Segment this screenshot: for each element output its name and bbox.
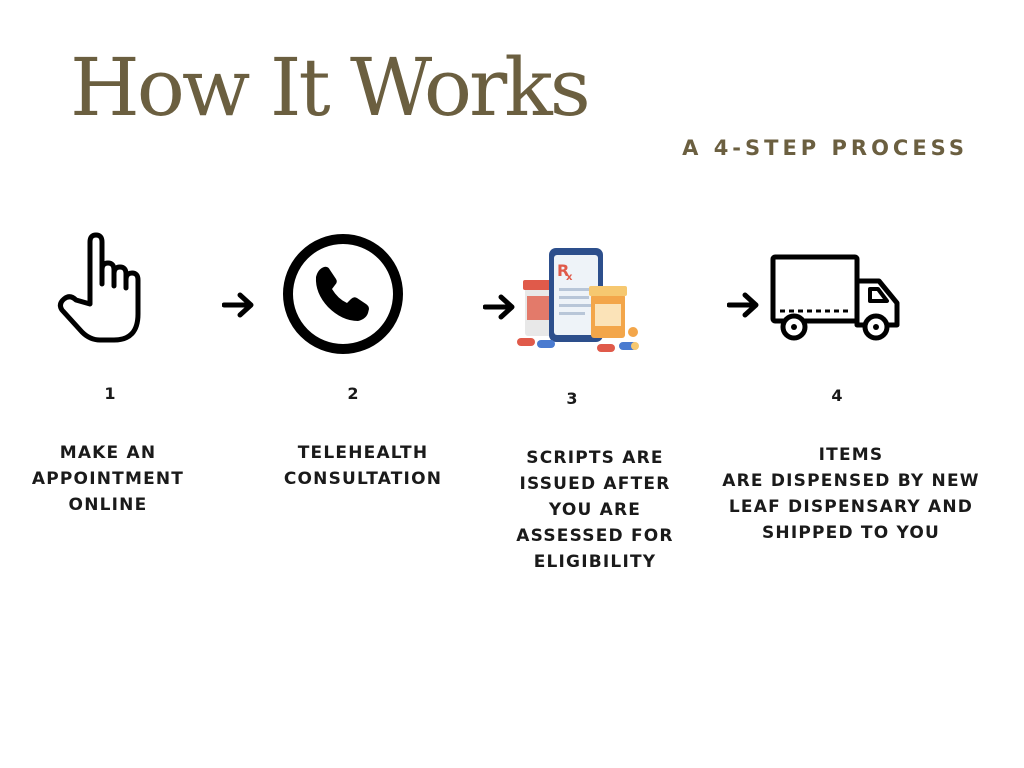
- step-description-line: MAKE AN: [18, 440, 198, 466]
- step-description: TELEHEALTH CONSULTATION: [268, 440, 458, 492]
- step-description-line: APPOINTMENT: [18, 466, 198, 492]
- step-description-line: ARE DISPENSED BY NEW: [700, 468, 1002, 494]
- arrow-right-icon: [222, 290, 256, 320]
- prescription-pills-icon: R x: [515, 246, 645, 358]
- page-subtitle: A 4-STEP PROCESS: [682, 136, 968, 160]
- step-number: 2: [333, 384, 373, 403]
- delivery-truck-icon: [770, 253, 902, 345]
- step-description-line: TELEHEALTH: [268, 440, 458, 466]
- step-description-line: SHIPPED TO YOU: [700, 520, 1002, 546]
- step-description-line: ISSUED AFTER: [502, 471, 688, 497]
- step-description-line: SCRIPTS ARE: [502, 445, 688, 471]
- arrow-right-icon: [727, 290, 761, 320]
- arrow-right-icon: [483, 292, 517, 322]
- step-description-line: CONSULTATION: [268, 466, 458, 492]
- step-description-line: ONLINE: [18, 492, 198, 518]
- step-description-line: ELIGIBILITY: [502, 549, 688, 575]
- pointing-hand-icon: [56, 232, 150, 346]
- step-number: 1: [90, 384, 130, 403]
- step-description-line: YOU ARE: [502, 497, 688, 523]
- step-description: MAKE AN APPOINTMENT ONLINE: [18, 440, 198, 518]
- step-description-line: ASSESSED FOR: [502, 523, 688, 549]
- svg-text:x: x: [566, 272, 573, 283]
- step-description: SCRIPTS ARE ISSUED AFTER YOU ARE ASSESSE…: [502, 445, 688, 575]
- step-number: 4: [817, 386, 857, 405]
- step-description-line: LEAF DISPENSARY AND: [700, 494, 1002, 520]
- page-title: How It Works: [70, 38, 588, 138]
- step-number: 3: [552, 389, 592, 408]
- step-description-line: ITEMS: [700, 442, 1002, 468]
- step-description: ITEMS ARE DISPENSED BY NEW LEAF DISPENSA…: [700, 442, 1002, 546]
- phone-icon: [282, 233, 404, 355]
